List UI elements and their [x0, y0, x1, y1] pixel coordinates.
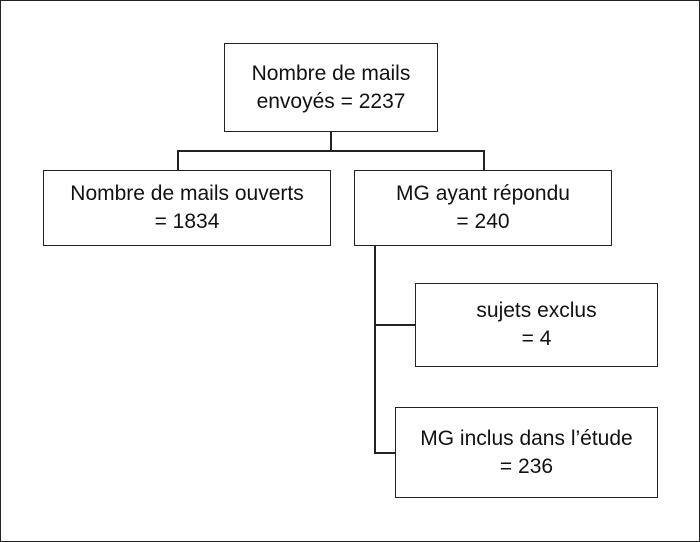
box-mg-included-line1: MG inclus dans l’étude [420, 426, 633, 450]
box-mg-responded: MG ayant répondu = 240 [354, 170, 612, 246]
connector-to-opened [177, 150, 179, 171]
box-excluded-subjects-line1: sujets exclus [476, 299, 597, 322]
box-excluded-subjects: sujets exclus = 4 [415, 283, 658, 367]
box-mails-sent-line1: Nombre de mails [251, 61, 411, 85]
box-mg-included-line2: = 236 [499, 454, 554, 478]
connector-to-responded [483, 150, 485, 171]
box-mails-sent: Nombre de mails envoyés = 2237 [224, 43, 438, 132]
box-mg-responded-line2: = 240 [456, 210, 510, 233]
connector-to-included [374, 452, 396, 454]
box-mg-responded-line1: MG ayant répondu [396, 182, 570, 205]
box-mg-included: MG inclus dans l’étude = 236 [395, 407, 658, 498]
box-mails-opened: Nombre de mails ouverts = 1834 [43, 170, 331, 246]
connector-to-excluded [374, 324, 416, 326]
box-mails-opened-line1: Nombre de mails ouverts [70, 182, 304, 205]
box-mails-sent-line2: envoyés = 2237 [256, 89, 406, 113]
box-mails-opened-line2: = 1834 [154, 210, 220, 233]
connector-branch-horizontal [177, 150, 485, 152]
connector-root-down [330, 131, 332, 151]
box-excluded-subjects-line2: = 4 [521, 327, 552, 350]
connector-responded-down [374, 245, 376, 453]
